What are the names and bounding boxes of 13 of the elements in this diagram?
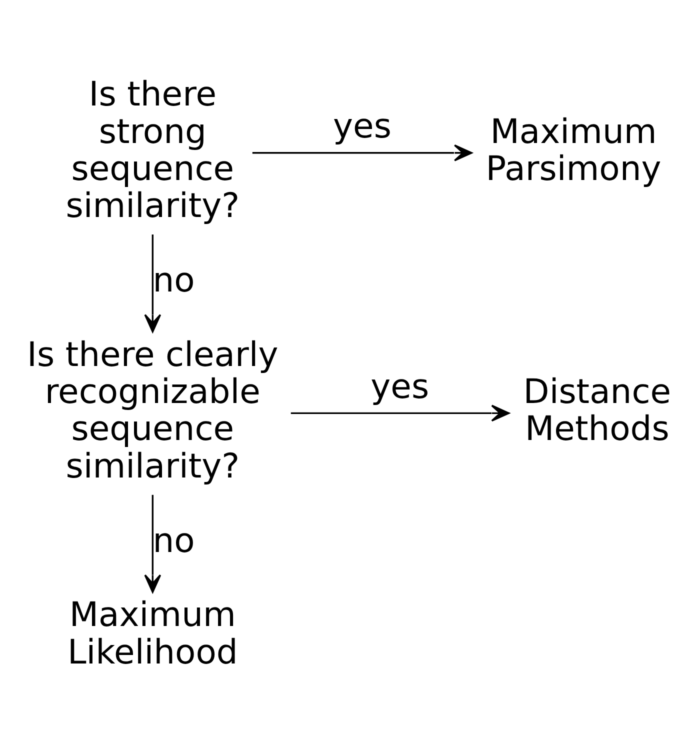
node-text: Maximum Parsimony: [486, 111, 662, 188]
edge-label: yes: [370, 366, 430, 406]
arrow: [252, 144, 472, 161]
node-text: Is there strong sequence similarity?: [66, 74, 240, 225]
edge-label: no: [152, 520, 195, 560]
arrow: [290, 404, 510, 422]
node-text: Distance Methods: [523, 372, 672, 448]
node-text: Is there clearly recognizable sequence similarity?: [27, 334, 278, 485]
arrow: [144, 494, 162, 592]
edge-label: no: [152, 260, 195, 299]
node-text: Maximum Likelihood: [67, 594, 238, 671]
edge-label: yes: [333, 106, 392, 146]
arrow: [144, 234, 162, 332]
